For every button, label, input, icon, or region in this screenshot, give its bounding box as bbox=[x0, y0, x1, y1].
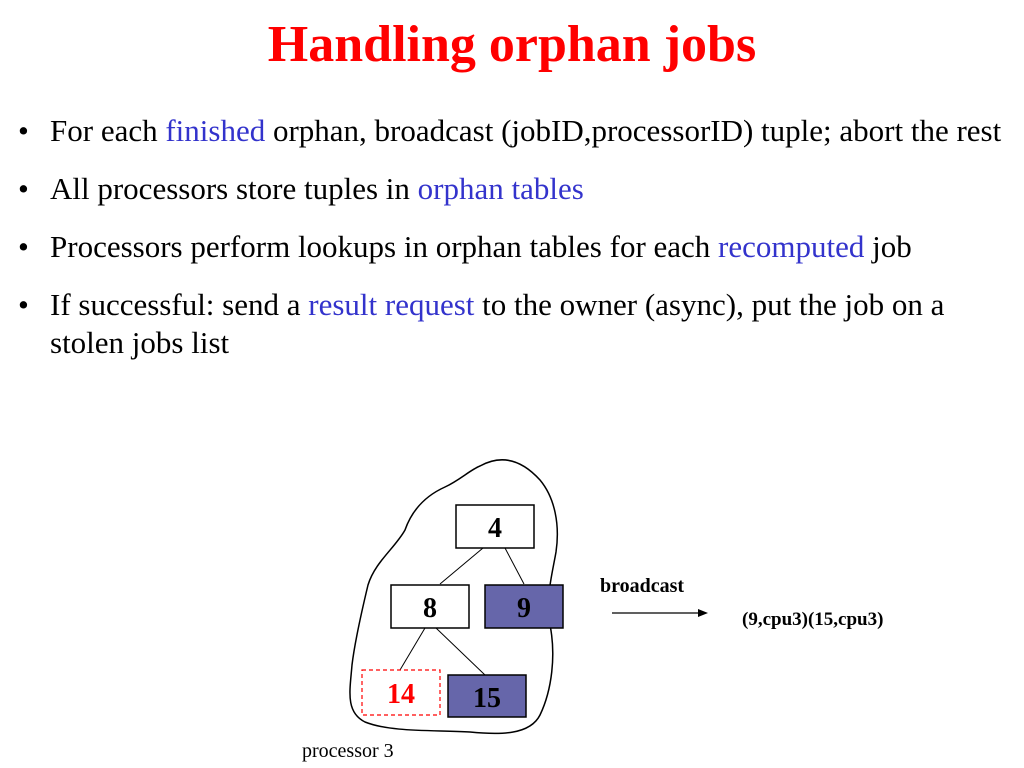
bullet-highlight: orphan tables bbox=[417, 171, 584, 206]
bullet-dot: • bbox=[18, 229, 29, 264]
job-node-15-label: 15 bbox=[473, 683, 501, 714]
bullet-highlight: recomputed bbox=[718, 229, 865, 264]
bullet-highlight: result request bbox=[308, 287, 475, 322]
bullet-text: to the owner (async), put the job on a s… bbox=[50, 287, 945, 360]
bullet-text: orphan, broadcast (jobID,processorID) tu… bbox=[265, 113, 1002, 148]
job-node-9 bbox=[484, 584, 564, 629]
bullet-text: For each bbox=[50, 113, 166, 148]
bullet-item: • For each finished orphan, broadcast (jo… bbox=[18, 112, 1008, 150]
arrow-head-icon bbox=[698, 609, 708, 617]
bullet-highlight: finished bbox=[165, 113, 266, 148]
tree-edge bbox=[435, 627, 486, 676]
broadcast-label: broadcast bbox=[600, 575, 684, 597]
job-node-14 bbox=[361, 669, 441, 716]
bullet-dot: • bbox=[18, 287, 29, 322]
tree-edge bbox=[504, 547, 525, 585]
bullet-dot: • bbox=[18, 171, 29, 206]
slide-title: Handling orphan jobs bbox=[267, 16, 757, 73]
tree-edge bbox=[439, 547, 484, 585]
tree-edge bbox=[399, 627, 426, 671]
bullet-text: Processors perform lookups in orphan tab… bbox=[50, 229, 719, 264]
job-node-14-label: 14 bbox=[387, 679, 415, 710]
job-node-9-label: 9 bbox=[517, 593, 531, 624]
bullet-text: If successful: send a bbox=[50, 287, 309, 322]
bullet-item: • All processors store tuples in orphan t… bbox=[18, 170, 1008, 208]
processor-label: processor 3 bbox=[302, 740, 394, 762]
job-node-4-label: 4 bbox=[488, 513, 502, 544]
bullet-item: • Processors perform lookups in orphan ta… bbox=[18, 228, 1008, 266]
bullet-item: • If successful: send a result request to… bbox=[18, 286, 1008, 362]
job-node-8-label: 8 bbox=[423, 593, 437, 624]
bullet-list: • For each finished orphan, broadcast (jo… bbox=[18, 112, 1008, 382]
bullet-dot: • bbox=[18, 113, 29, 148]
bullet-text: job bbox=[864, 229, 912, 264]
bullet-text: All processors store tuples in bbox=[50, 171, 418, 206]
broadcast-tuples: (9,cpu3)(15,cpu3) bbox=[742, 609, 883, 630]
processor-boundary bbox=[349, 459, 559, 735]
job-node-8 bbox=[390, 584, 470, 629]
job-node-4 bbox=[455, 504, 535, 549]
job-node-15 bbox=[447, 674, 527, 718]
